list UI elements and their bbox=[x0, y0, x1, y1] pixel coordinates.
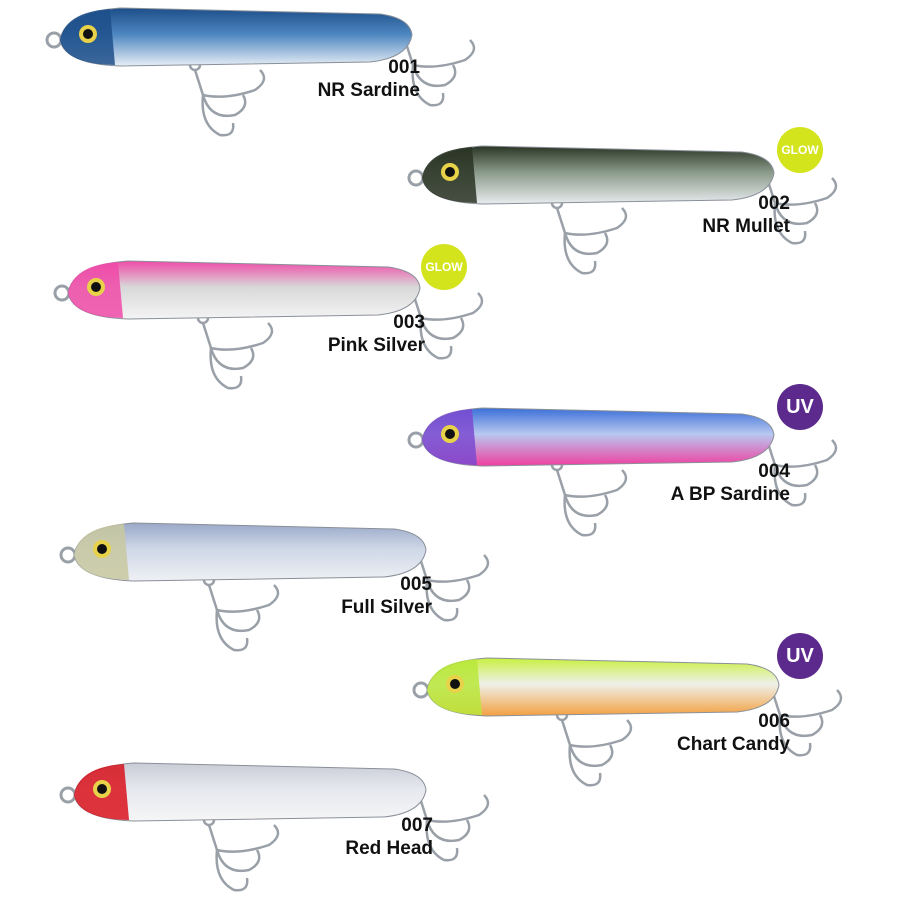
lure-006-chart-candy bbox=[407, 650, 847, 787]
lure-code: 001 bbox=[388, 57, 420, 78]
line-eye-icon bbox=[59, 786, 77, 804]
line-eye-icon bbox=[53, 284, 71, 302]
lure-003-pink-silver bbox=[48, 253, 488, 390]
line-eye-icon bbox=[407, 431, 425, 449]
lure-name: NR Sardine bbox=[317, 80, 420, 101]
lure-image bbox=[407, 407, 838, 537]
lure-002-nr-mullet bbox=[402, 138, 842, 275]
lure-name: Pink Silver bbox=[327, 335, 425, 356]
line-eye-icon bbox=[59, 546, 77, 564]
line-eye-icon bbox=[412, 681, 430, 699]
lure-image bbox=[407, 145, 838, 275]
lure-code: 006 bbox=[758, 711, 790, 732]
glow-badge: GLOW bbox=[421, 244, 467, 290]
lure-code: 007 bbox=[401, 815, 433, 836]
uv-badge: UV bbox=[777, 633, 823, 679]
line-eye-icon bbox=[407, 169, 425, 187]
glow-badge: GLOW bbox=[777, 127, 823, 173]
lure-code: 005 bbox=[400, 574, 432, 595]
lure-name: A BP Sardine bbox=[670, 484, 790, 505]
lure-code: 003 bbox=[393, 312, 425, 333]
line-eye-icon bbox=[45, 31, 63, 49]
lure-name: Chart Candy bbox=[677, 734, 790, 755]
lure-004-a-bp-sardine bbox=[402, 400, 842, 537]
lure-image bbox=[59, 522, 490, 652]
lure-name: Red Head bbox=[345, 838, 433, 859]
lure-code: 002 bbox=[758, 193, 790, 214]
lure-image bbox=[59, 762, 490, 892]
lure-007-red-head bbox=[54, 755, 494, 892]
uv-badge: UV bbox=[777, 384, 823, 430]
lure-image bbox=[53, 260, 484, 390]
lure-image bbox=[412, 657, 843, 787]
lure-code: 004 bbox=[758, 461, 790, 482]
lure-001-nr-sardine bbox=[40, 0, 480, 137]
lure-name: NR Mullet bbox=[702, 216, 790, 237]
lure-image bbox=[45, 7, 476, 137]
lure-005-full-silver bbox=[54, 515, 494, 652]
lure-name: Full Silver bbox=[341, 597, 432, 618]
